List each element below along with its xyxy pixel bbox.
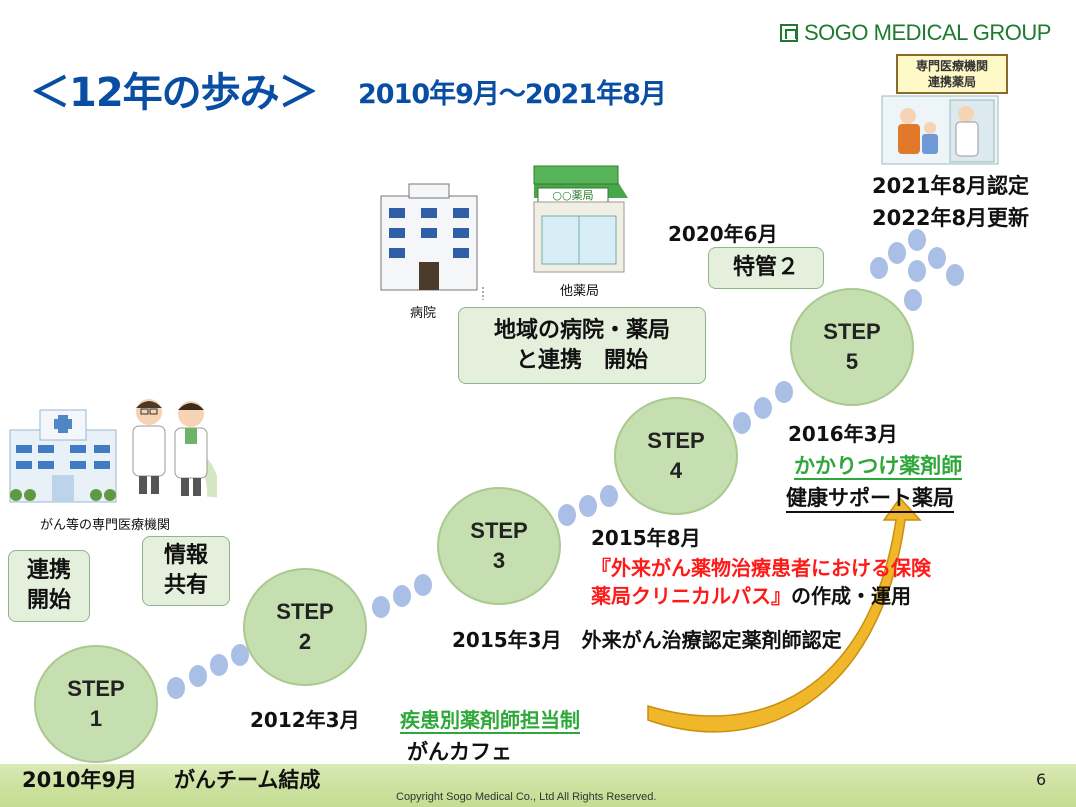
path-dot <box>579 495 597 517</box>
step4-red-line1: 『外来がん薬物治療患者における保険 <box>591 556 931 580</box>
step4-red-line2: 薬局クリニカルパス』 <box>591 584 791 608</box>
step-1-circle: STEP 1 <box>34 645 158 763</box>
step-2-circle: STEP 2 <box>243 568 367 686</box>
cancer-hospital-illustration <box>9 409 117 503</box>
path-dot <box>600 485 618 507</box>
step2-green-label: 疾患別薬剤師担当制 <box>400 708 580 734</box>
box-line: 特管２ <box>732 255 799 280</box>
step-word: STEP <box>823 319 881 344</box>
path-dot <box>189 665 207 687</box>
pharmacy-caption: 他薬局 <box>560 284 600 299</box>
box-line: 開始 <box>26 588 71 613</box>
step5-black-label: 健康サポート薬局 <box>786 486 954 513</box>
step-number: 5 <box>845 349 859 374</box>
step-3-circle: STEP 3 <box>437 487 561 605</box>
step5-black-text: 健康サポート薬局 <box>786 482 954 513</box>
doctors-illustration <box>132 399 217 498</box>
step5-green-label: かかりつけ薬剤師 <box>794 454 963 480</box>
curved-arrow-icon <box>647 496 922 733</box>
box-joho-kyoyu: 情報 共有 <box>142 536 230 606</box>
path-dot <box>908 229 926 251</box>
path-dot <box>210 654 228 676</box>
step5-date: 2016年3月 <box>788 422 898 446</box>
step3-text: 2015年3月 外来がん治療認定薬剤師認定 <box>452 628 842 652</box>
path-dot <box>372 596 390 618</box>
path-dot <box>393 585 411 607</box>
step-4-circle: STEP 4 <box>614 397 738 515</box>
step2-green-text: 疾患別薬剤師担当制 <box>400 704 580 734</box>
logo-text: SOGO MEDICAL GROUP <box>804 20 1051 45</box>
path-dot <box>908 260 926 282</box>
house-logo-icon <box>780 24 798 42</box>
pharmacy-building-illustration: ○○薬局 <box>533 165 628 273</box>
box-tokkan: 特管２ <box>708 247 824 289</box>
box-line: と連携 開始 <box>515 347 648 373</box>
step-number: 4 <box>669 458 683 483</box>
certified-pharmacy-sign: 専門医療機関 連携薬局 <box>896 54 1008 94</box>
step4-black-tail: の作成・運用 <box>791 584 911 608</box>
step-word: STEP <box>470 518 528 543</box>
box-line: 共有 <box>163 573 208 598</box>
page-subtitle: 2010年9月～2021年8月 <box>358 79 667 110</box>
path-dot <box>167 677 185 699</box>
hospital-caption: 病院 <box>410 306 437 321</box>
step1-text-overlay: がんチーム結成 <box>174 768 321 792</box>
hospital-building-illustration <box>380 183 484 300</box>
step5-green-text: かかりつけ薬剤師 <box>794 450 963 480</box>
pharmacy-counter-illustration <box>881 95 999 165</box>
box-regional-collaboration: 地域の病院・薬局 と連携 開始 <box>458 307 706 384</box>
path-dot <box>414 574 432 596</box>
path-dot <box>231 644 249 666</box>
step-number: 1 <box>89 706 103 731</box>
step-number: 3 <box>492 548 506 573</box>
step-word: STEP <box>67 676 125 701</box>
path-dot <box>888 242 906 264</box>
sign-line: 専門医療機関 <box>915 59 988 73</box>
step2-date: 2012年3月 <box>250 708 360 732</box>
sign-line: 連携薬局 <box>927 75 976 89</box>
step-number: 2 <box>298 629 312 654</box>
box-line: 地域の病院・薬局 <box>493 317 670 343</box>
step-word: STEP <box>276 599 334 624</box>
path-dot <box>870 257 888 279</box>
cert-line1: 2021年8月認定 <box>872 174 1030 198</box>
tokkan-date: 2020年6月 <box>668 222 778 246</box>
path-dot <box>928 247 946 269</box>
path-dot <box>733 412 751 434</box>
company-logo: SOGO MEDICAL GROUP <box>780 20 1051 45</box>
step4-date: 2015年8月 <box>591 526 701 550</box>
box-line: 連携 <box>26 558 71 583</box>
step4-line2: 薬局クリニカルパス』の作成・運用 <box>591 580 911 609</box>
grass-footer-strip <box>0 764 1076 807</box>
path-dot <box>904 289 922 311</box>
step-5-circle: STEP 5 <box>790 288 914 406</box>
cert-line2: 2022年8月更新 <box>872 206 1030 230</box>
path-dot <box>775 381 793 403</box>
step2-black-label: がんカフェ <box>407 740 512 767</box>
cancer-hospital-caption: がん等の専門医療機関 <box>40 518 171 533</box>
copyright-text: Copyright Sogo Medical Co., Ltd All Righ… <box>396 791 657 803</box>
box-line: 情報 <box>163 543 208 568</box>
path-dot <box>754 397 772 419</box>
path-dot <box>946 264 964 286</box>
step1-date-overlay: 2010年9月 <box>22 768 138 792</box>
pharmacy-sign-text: ○○薬局 <box>552 189 593 202</box>
step2-black-text: がんカフェ <box>407 736 512 767</box>
box-renkei-kaishi: 連携 開始 <box>8 550 90 622</box>
path-dot <box>558 504 576 526</box>
page-title: ＜12年の歩み＞ <box>30 70 319 116</box>
page-number: 6 <box>1036 770 1047 789</box>
step-word: STEP <box>647 428 705 453</box>
